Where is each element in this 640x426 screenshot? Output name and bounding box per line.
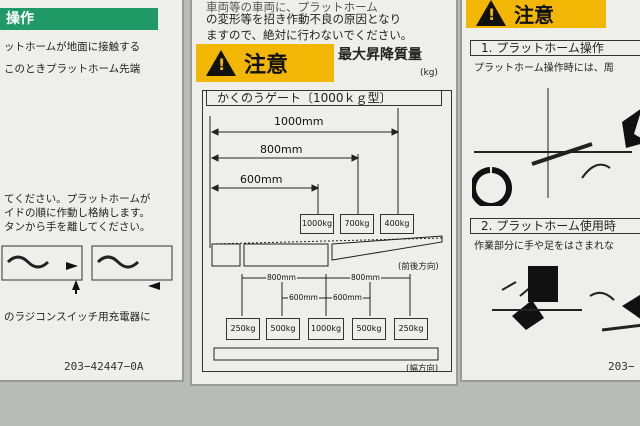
mid-top-text: の変形等を招き作動不良の原因となり: [206, 12, 402, 26]
section1-heading: 1. プラットホーム操作: [470, 40, 640, 56]
warning-triangle-icon: !: [476, 0, 506, 26]
lift-operation-illustration: [1, 245, 173, 294]
section1-text: プラットホーム操作時には、周: [474, 63, 614, 74]
dim-1000mm: 1000mm: [272, 115, 326, 128]
left-text-line: このときプラットホーム先端: [4, 63, 141, 75]
weight-400kg-depth: 400kg: [380, 214, 414, 234]
weight-500kg-right: 500kg: [352, 318, 386, 340]
right-caution-label: 注意: [514, 2, 554, 27]
weight-700kg-depth: 700kg: [340, 214, 374, 234]
max-load-title: 最大昇降質量: [338, 47, 422, 63]
depth-direction-caption: (前後方向): [398, 262, 439, 272]
dim-600mm: 600mm: [238, 173, 285, 186]
weight-250kg-right: 250kg: [394, 318, 428, 340]
left-text-line: イドの順に作動し格納します。: [4, 207, 150, 219]
right-label-panel: ! 注意 1. プラットホーム操作 プラットホーム操作時には、周 2. プラット…: [460, 0, 640, 382]
weight-1000kg-center: 1000kg: [308, 318, 344, 340]
dim-width-800mm-right: 800mm: [350, 273, 381, 282]
left-text-line: てください。プラットホームが: [4, 193, 151, 205]
capacity-label-panel: 車両等の車両に、プラットホーム の変形等を招き作動不良の原因となり ますので、絶…: [190, 0, 458, 386]
dim-width-600mm-left: 600mm: [288, 293, 319, 302]
caution-header: ! 注意: [196, 44, 334, 82]
caution-label: 注意: [244, 53, 289, 78]
dim-800mm: 800mm: [258, 143, 305, 156]
section2-heading: 2. プラットホーム使用時: [470, 218, 640, 234]
left-text-line: タンから手を離してください。: [4, 221, 151, 233]
load-diagram: [209, 108, 443, 361]
platform-pinch-illustration: [472, 88, 640, 206]
section2-text: 作業部分に手や足をはさまれな: [474, 241, 614, 252]
max-load-unit: (kg): [420, 68, 438, 78]
mid-top-text: ますので、絶対に行わないでください。: [206, 28, 413, 42]
left-label-panel: 操作 ットホームが地面に接触する このときプラットホーム先端 てください。プラッ…: [0, 0, 184, 382]
weight-1000kg-depth: 1000kg: [300, 214, 334, 234]
weight-250kg-left: 250kg: [226, 318, 260, 340]
warning-triangle-icon: !: [206, 50, 236, 76]
operation-header: 操作: [0, 8, 158, 30]
dim-width-600mm-right: 600mm: [332, 293, 363, 302]
right-caution-header: ! 注意: [466, 0, 606, 28]
dim-width-800mm-left: 800mm: [266, 273, 297, 282]
weight-500kg-left: 500kg: [266, 318, 300, 340]
left-part-number: 203−42447−0A: [64, 360, 144, 373]
right-part-number: 203−: [608, 360, 635, 373]
width-direction-caption: (幅方向): [406, 364, 439, 374]
mid-top-text: 車両等の車両に、プラットホーム: [206, 0, 378, 14]
gate-type-label: かくのうゲート〔1000ｋｇ型〕: [206, 90, 442, 106]
hand-pinch-illustration: [492, 266, 640, 332]
left-text-line: のラジコンスイッチ用充電器に: [4, 311, 151, 323]
left-text-line: ットホームが地面に接触する: [4, 41, 141, 53]
